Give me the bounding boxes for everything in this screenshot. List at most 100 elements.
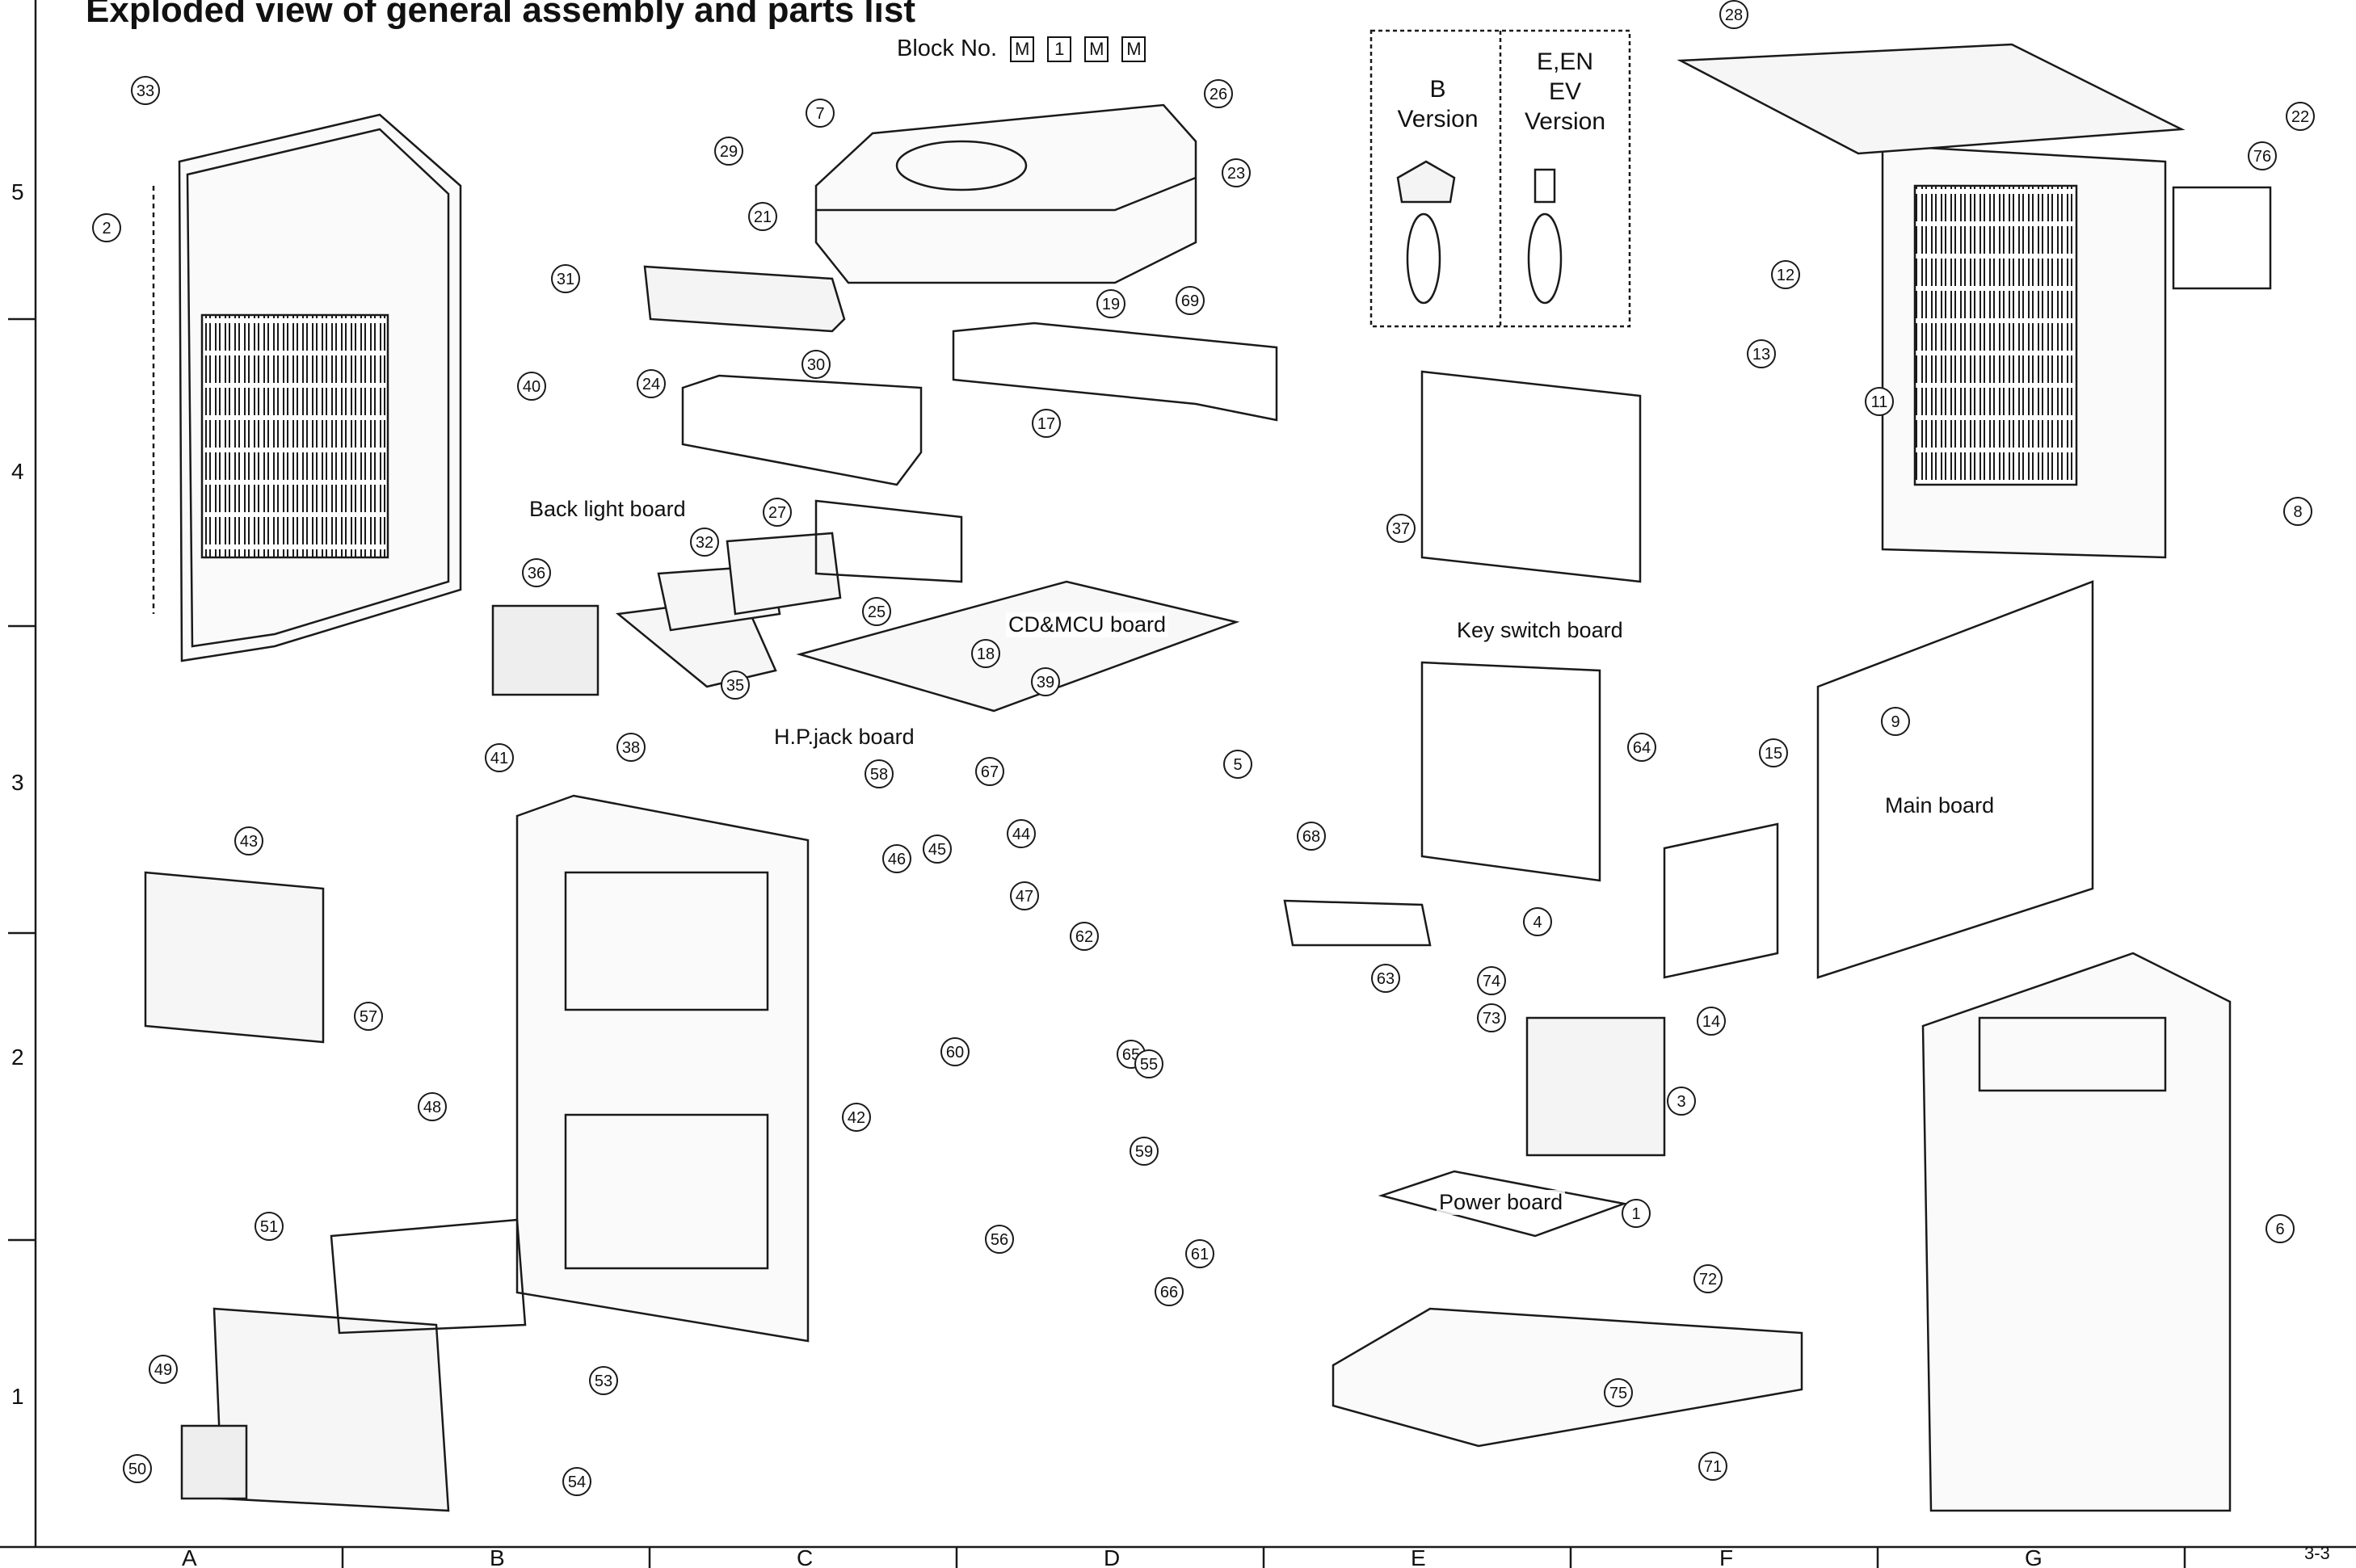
callout-63: 63 <box>1371 964 1400 993</box>
svg-text:66: 66 <box>1160 1284 1178 1301</box>
svg-text:41: 41 <box>490 750 508 767</box>
callout-56: 56 <box>985 1225 1014 1254</box>
callout-61: 61 <box>1185 1239 1214 1268</box>
block-code-3: M <box>1084 36 1109 63</box>
svg-text:62: 62 <box>1075 928 1093 946</box>
callout-57: 57 <box>354 1002 383 1031</box>
callout-75: 75 <box>1604 1378 1633 1407</box>
version-b-name: B <box>1429 76 1446 103</box>
callout-68: 68 <box>1297 822 1326 851</box>
row-label-1: 1 <box>11 1384 24 1409</box>
row-label-3: 3 <box>11 770 24 795</box>
callout-64: 64 <box>1627 733 1656 762</box>
svg-text:51: 51 <box>260 1218 278 1236</box>
block-code-1: M <box>1010 36 1035 63</box>
callout-58: 58 <box>865 759 894 788</box>
callout-66: 66 <box>1155 1277 1184 1306</box>
callout-26: 26 <box>1204 79 1233 108</box>
svg-text:33: 33 <box>137 82 154 100</box>
version-e-name2: EV <box>1548 78 1582 105</box>
svg-text:25: 25 <box>868 603 886 621</box>
row-label-2: 2 <box>11 1045 24 1070</box>
column-label-d: D <box>1104 1545 1120 1568</box>
callout-3: 3 <box>1667 1087 1696 1116</box>
svg-text:40: 40 <box>523 378 541 396</box>
callout-21: 21 <box>748 202 777 231</box>
callout-39: 39 <box>1031 667 1060 696</box>
svg-text:8: 8 <box>2293 503 2302 521</box>
svg-text:48: 48 <box>423 1099 441 1116</box>
callout-4: 4 <box>1523 907 1552 936</box>
svg-text:57: 57 <box>360 1008 377 1026</box>
callout-28: 28 <box>1719 0 1748 29</box>
svg-text:4: 4 <box>1533 914 1542 931</box>
callout-12: 12 <box>1771 260 1800 289</box>
hp-jack-board-label: H.P.jack board <box>772 725 917 750</box>
callout-59: 59 <box>1130 1137 1159 1166</box>
callout-32: 32 <box>690 528 719 557</box>
svg-text:26: 26 <box>1210 86 1227 103</box>
callout-72: 72 <box>1693 1264 1723 1293</box>
svg-text:42: 42 <box>848 1109 865 1127</box>
svg-text:46: 46 <box>888 851 906 868</box>
callout-29: 29 <box>714 137 743 166</box>
svg-text:58: 58 <box>870 766 888 784</box>
callout-2: 2 <box>92 213 121 242</box>
svg-text:76: 76 <box>2253 148 2271 166</box>
column-label-e: E <box>1411 1545 1426 1568</box>
svg-text:21: 21 <box>754 208 772 226</box>
svg-text:27: 27 <box>768 504 786 522</box>
svg-text:32: 32 <box>696 534 713 552</box>
callout-18: 18 <box>971 639 1000 668</box>
callout-46: 46 <box>882 844 911 873</box>
callout-33: 33 <box>131 76 160 105</box>
block-number-label: Block No. <box>897 36 998 61</box>
callout-76: 76 <box>2248 141 2277 170</box>
callout-22: 22 <box>2286 102 2315 131</box>
svg-text:12: 12 <box>1777 267 1794 284</box>
svg-text:9: 9 <box>1891 713 1900 731</box>
callout-13: 13 <box>1747 339 1776 368</box>
callout-17: 17 <box>1032 409 1061 438</box>
callout-15: 15 <box>1759 738 1788 767</box>
callout-6: 6 <box>2266 1214 2295 1243</box>
cd-mcu-board-label: CD&MCU board <box>1006 612 1169 637</box>
svg-text:61: 61 <box>1191 1246 1209 1263</box>
callout-37: 37 <box>1386 514 1416 543</box>
version-b: B Version <box>1383 74 1492 134</box>
svg-text:56: 56 <box>991 1231 1008 1249</box>
svg-text:5: 5 <box>1233 756 1242 774</box>
callout-62: 62 <box>1070 922 1099 951</box>
callout-47: 47 <box>1010 881 1039 910</box>
block-code-4: M <box>1121 36 1146 63</box>
svg-text:50: 50 <box>128 1461 146 1478</box>
svg-text:35: 35 <box>726 677 744 695</box>
version-e-sub: Version <box>1524 108 1606 135</box>
callout-23: 23 <box>1222 158 1251 187</box>
svg-text:36: 36 <box>528 565 545 582</box>
svg-text:47: 47 <box>1016 888 1033 906</box>
callout-5: 5 <box>1223 750 1252 779</box>
svg-text:37: 37 <box>1392 520 1410 538</box>
svg-text:1: 1 <box>1631 1205 1640 1223</box>
callout-43: 43 <box>234 826 263 855</box>
page-number: 3-3 <box>2304 1543 2330 1563</box>
callout-44: 44 <box>1007 819 1036 848</box>
column-label-b: B <box>490 1545 505 1568</box>
svg-text:53: 53 <box>595 1373 612 1390</box>
svg-text:71: 71 <box>1704 1458 1722 1476</box>
callout-54: 54 <box>562 1467 591 1496</box>
svg-text:23: 23 <box>1227 165 1245 183</box>
back-light-board-label: Back light board <box>527 497 688 522</box>
callout-69: 69 <box>1176 286 1205 315</box>
svg-text:44: 44 <box>1012 826 1030 843</box>
callout-7: 7 <box>806 99 835 128</box>
svg-text:74: 74 <box>1483 973 1500 990</box>
callout-41: 41 <box>485 743 514 772</box>
key-switch-board-label: Key switch board <box>1454 618 1626 643</box>
svg-text:22: 22 <box>2291 108 2309 126</box>
callout-71: 71 <box>1698 1452 1727 1481</box>
svg-text:3: 3 <box>1677 1093 1685 1111</box>
